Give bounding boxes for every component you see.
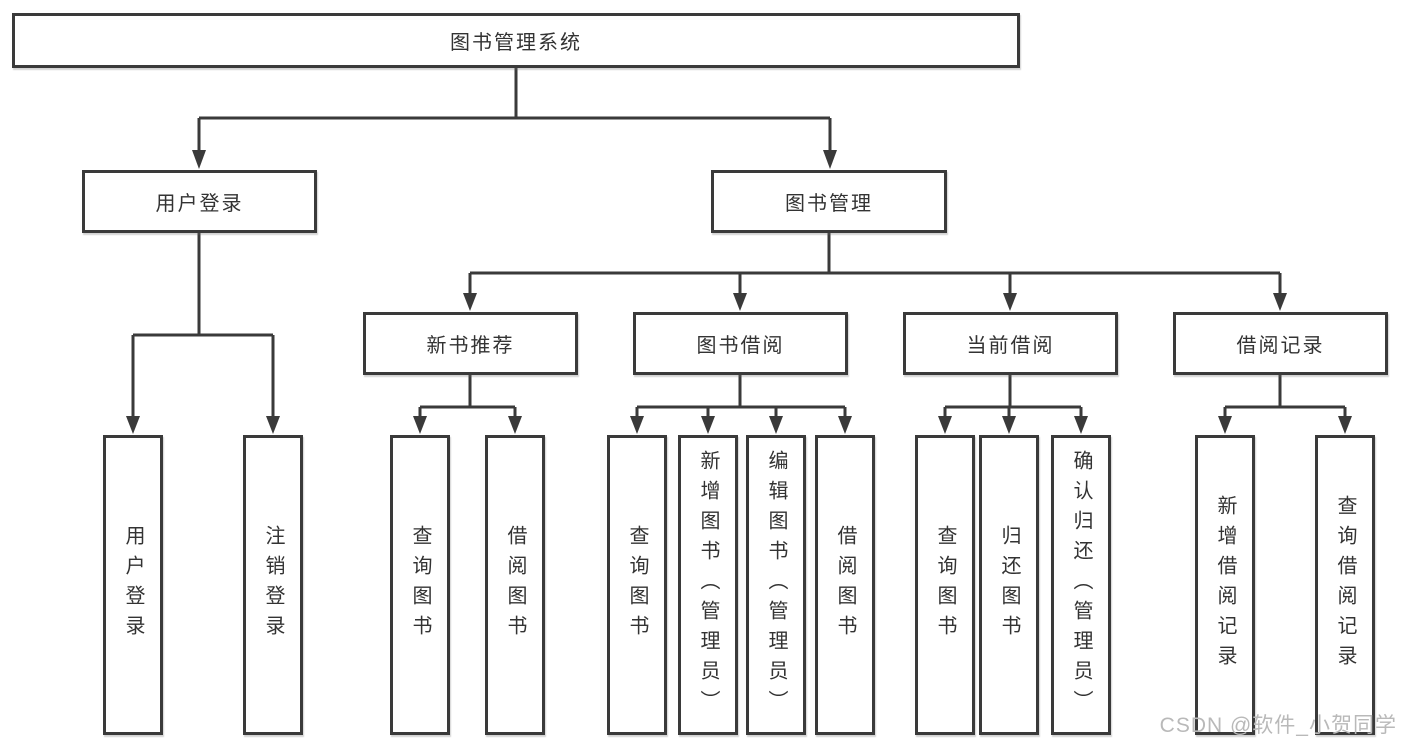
connector-strokes bbox=[131, 66, 1347, 417]
leaf-query-books-borrow: 查询图书 bbox=[607, 435, 667, 735]
node-borrowing-records: 借阅记录 bbox=[1173, 312, 1388, 375]
node-current-borrowing: 当前借阅 bbox=[903, 312, 1118, 375]
node-label: 新增图书（管理员） bbox=[697, 450, 719, 720]
node-label: 用户登录 bbox=[155, 193, 244, 215]
node-label: 查询图书 bbox=[934, 525, 956, 645]
leaf-query-borrow-record: 查询借阅记录 bbox=[1315, 435, 1375, 735]
node-label: 归还图书 bbox=[998, 525, 1020, 645]
leaf-borrow-books-recommend: 借阅图书 bbox=[485, 435, 545, 735]
leaf-query-books-recommend: 查询图书 bbox=[390, 435, 450, 735]
leaf-borrow-books: 借阅图书 bbox=[815, 435, 875, 735]
leaf-add-books-admin: 新增图书（管理员） bbox=[678, 435, 738, 735]
node-label: 图书管理 bbox=[785, 193, 873, 215]
node-label: 查询图书 bbox=[626, 525, 648, 645]
node-label: 新书推荐 bbox=[426, 335, 515, 357]
node-label: 注销登录 bbox=[262, 525, 284, 645]
leaf-add-borrow-record: 新增借阅记录 bbox=[1195, 435, 1255, 735]
node-label: 当前借阅 bbox=[966, 335, 1055, 357]
node-label: 图书管理系统 bbox=[450, 32, 582, 54]
leaf-logout: 注销登录 bbox=[243, 435, 303, 735]
node-label: 新增借阅记录 bbox=[1214, 495, 1236, 675]
leaf-edit-books-admin: 编辑图书（管理员） bbox=[746, 435, 806, 735]
node-label: 借阅记录 bbox=[1236, 335, 1325, 357]
node-book-borrowing: 图书借阅 bbox=[633, 312, 848, 375]
leaf-confirm-return-admin: 确认归还（管理员） bbox=[1051, 435, 1111, 735]
node-label: 借阅图书 bbox=[834, 525, 856, 645]
node-book-management: 图书管理 bbox=[711, 170, 947, 233]
leaf-query-books-current: 查询图书 bbox=[915, 435, 975, 735]
node-user-login: 用户登录 bbox=[82, 170, 317, 233]
node-label: 借阅图书 bbox=[504, 525, 526, 645]
leaf-user-login: 用户登录 bbox=[103, 435, 163, 735]
node-label: 确认归还（管理员） bbox=[1070, 450, 1092, 720]
node-label: 编辑图书（管理员） bbox=[765, 450, 787, 720]
node-label: 查询借阅记录 bbox=[1334, 495, 1356, 675]
node-label: 用户登录 bbox=[122, 525, 144, 645]
node-label: 查询图书 bbox=[409, 525, 431, 645]
node-label: 图书借阅 bbox=[696, 335, 785, 357]
node-library-management-system: 图书管理系统 bbox=[12, 13, 1020, 68]
arrowheads bbox=[126, 150, 1352, 434]
csdn-watermark: CSDN @软件_小贺同学 bbox=[1159, 714, 1397, 737]
node-new-book-recommendation: 新书推荐 bbox=[363, 312, 578, 375]
leaf-return-books: 归还图书 bbox=[979, 435, 1039, 735]
